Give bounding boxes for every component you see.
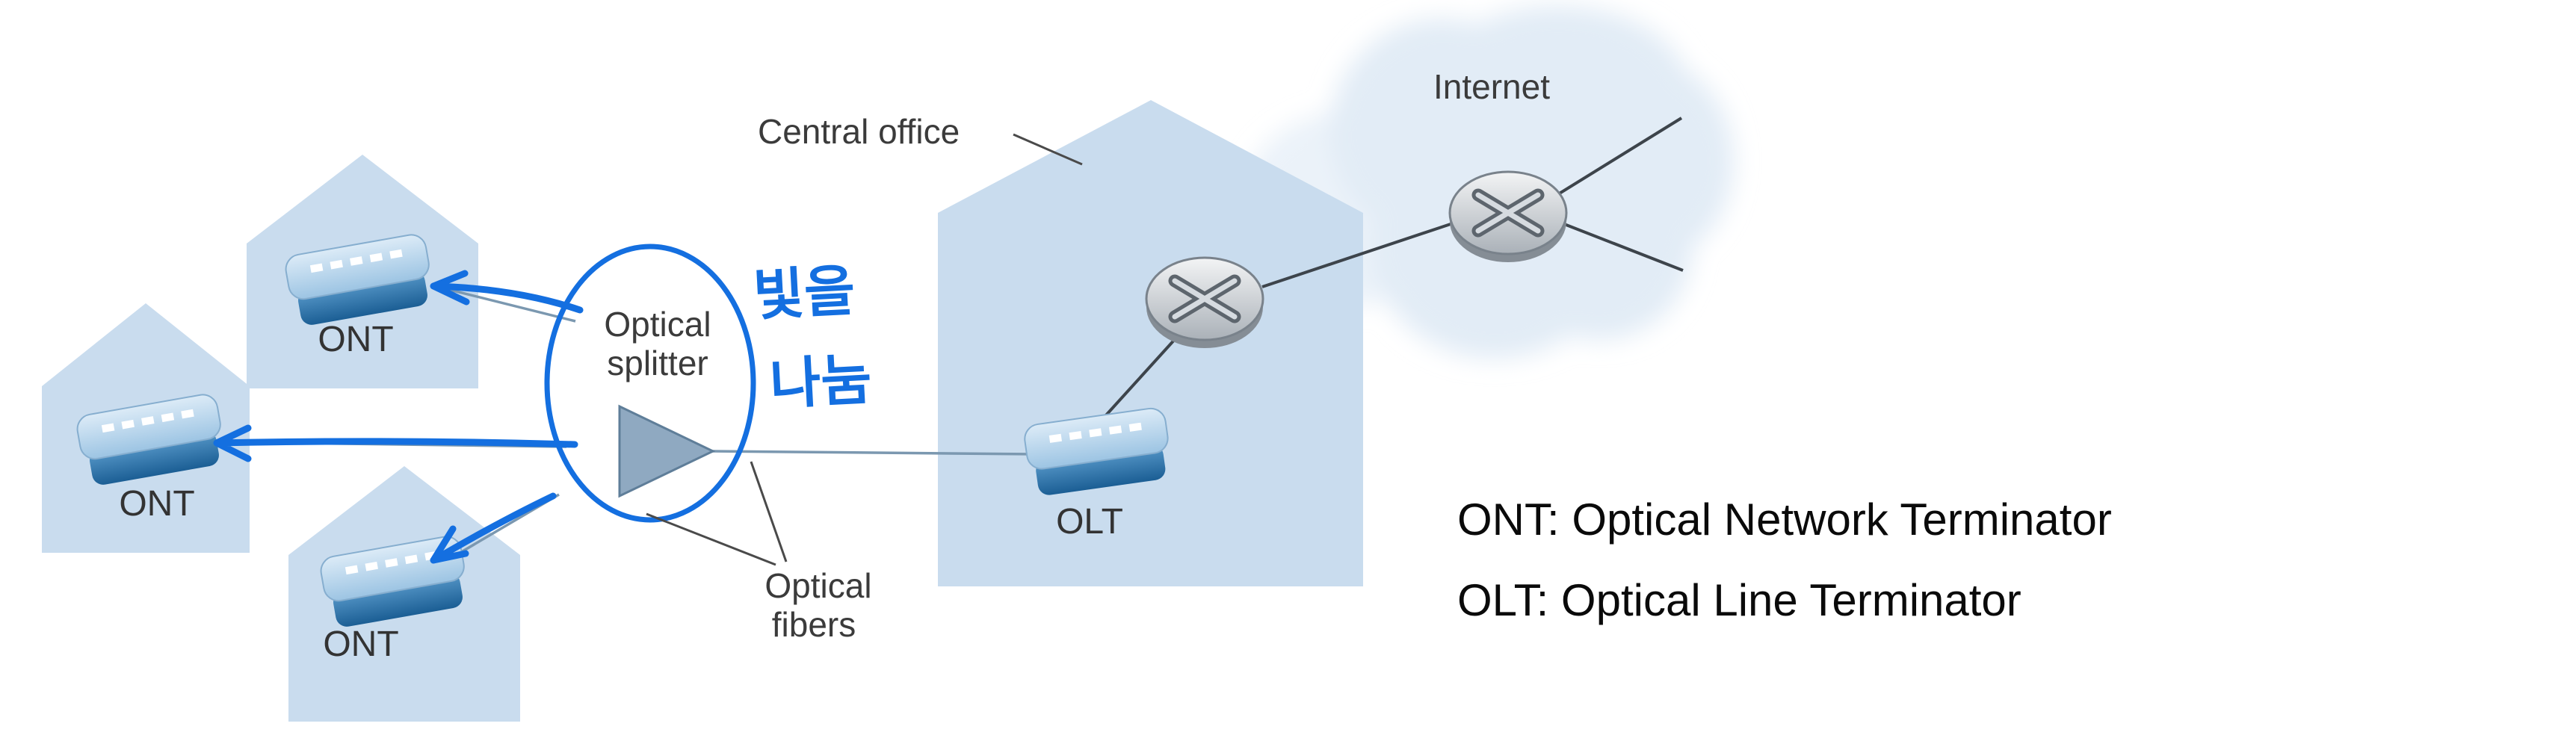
- splitter-triangle-icon: [618, 404, 716, 498]
- splitter-label-line1: Optical: [604, 305, 711, 344]
- central-office-label: Central office: [758, 112, 960, 151]
- fibers-label-line2: fibers: [772, 605, 856, 644]
- link-router2-up: [1557, 117, 1683, 196]
- ont-label-3: ONT: [323, 624, 398, 664]
- annotation-arrow-1: [430, 270, 584, 314]
- annotation-arrows: [213, 270, 584, 564]
- link-olt-router1: [1103, 327, 1186, 418]
- handwritten-note-line2: 나눔: [768, 348, 873, 415]
- legend-ont-line: ONT: Optical Network Terminator: [1457, 495, 2112, 545]
- pointer-lines: [646, 133, 1083, 566]
- fibers-pointer-left: [646, 512, 776, 566]
- olt-label: OLT: [1056, 502, 1123, 542]
- fibers-pointer-right: [750, 461, 788, 562]
- ont-label-2: ONT: [119, 484, 194, 524]
- ont-label-1: ONT: [318, 320, 393, 359]
- fiber-link-olt: [711, 450, 1036, 456]
- handwritten-note-line1: 빛을: [752, 259, 856, 326]
- internet-label: Internet: [1433, 67, 1550, 106]
- splitter-label-line2: splitter: [607, 344, 708, 382]
- optical-splitter-circle: [544, 244, 756, 523]
- legend: ONT: Optical Network Terminator OLT: Opt…: [1457, 495, 2112, 625]
- annotation-arrow-2: [213, 424, 578, 462]
- link-router2-down: [1560, 221, 1684, 272]
- handwritten-note: 빛을 나눔: [752, 259, 874, 415]
- annotation-arrow-3: [430, 492, 557, 564]
- router-links: [1103, 117, 1684, 418]
- router-icon-1: [1146, 258, 1263, 348]
- legend-olt-line: OLT: Optical Line Terminator: [1457, 575, 2021, 625]
- fibers-label-line1: Optical: [765, 566, 871, 605]
- router-icon-2: [1450, 172, 1566, 262]
- central-office-pointer: [1013, 133, 1083, 166]
- link-router1-router2: [1261, 223, 1451, 288]
- fiber-link-ont1: [440, 286, 576, 323]
